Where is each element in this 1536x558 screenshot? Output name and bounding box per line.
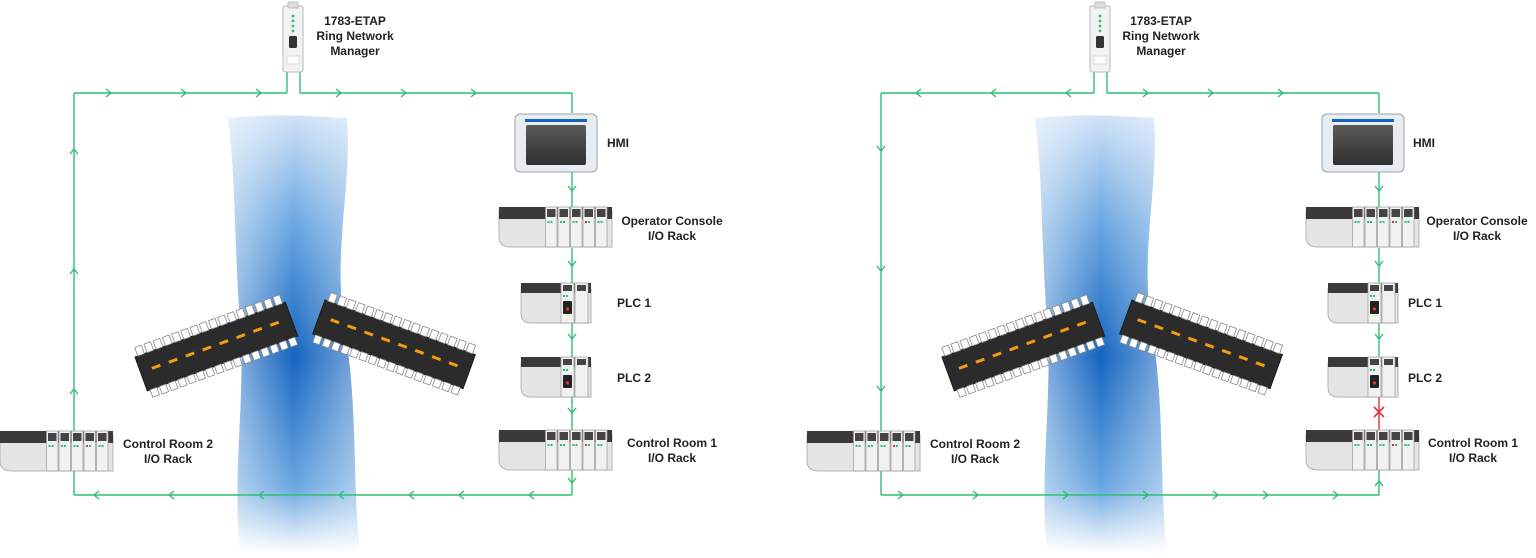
control-room1-label: Control Room 1 I/O Rack: [627, 436, 717, 465]
arrow-down-mark: [1374, 260, 1384, 268]
diagram-group: [0, 1, 613, 553]
control-room1-rack-icon: [1305, 429, 1420, 471]
control-room2-label: Control Room 2 I/O Rack: [123, 437, 213, 466]
fault-x-icon: [1373, 406, 1385, 418]
arrow-left-mark: [914, 88, 922, 98]
switch-right-icon: [312, 292, 477, 396]
arrow-right-mark: [1062, 490, 1070, 500]
plc1-label: PLC 1: [1408, 296, 1443, 310]
arrow-left-mark: [527, 490, 535, 500]
switch-left-icon: [941, 294, 1106, 398]
hmi-icon: [1321, 113, 1405, 173]
arrow-right-mark: [1277, 88, 1285, 98]
hmi-label: HMI: [1413, 136, 1435, 150]
arrow-left-mark: [989, 88, 997, 98]
arrow-right-mark: [255, 88, 263, 98]
arrow-right-mark: [470, 88, 478, 98]
switch-left-icon: [134, 294, 299, 398]
plc-icon: [1327, 282, 1399, 324]
diagram-group: [806, 1, 1420, 553]
diagram-right-fault: [806, 1, 1420, 553]
arrow-left-mark: [92, 490, 100, 500]
arrow-right-mark: [972, 490, 980, 500]
plc2-label: PLC 2: [617, 371, 652, 385]
operator-console-rack-icon: [498, 206, 613, 248]
arrow-down-mark: [876, 145, 886, 153]
arrow-right-mark: [105, 88, 113, 98]
plc-icon: [520, 356, 592, 398]
arrow-down-mark: [876, 265, 886, 273]
control-room1-rack-icon: [498, 429, 613, 471]
control-room1-label: Control Room 1 I/O Rack: [1428, 436, 1518, 465]
ring-manager-icon: [282, 1, 304, 73]
arrow-down-mark: [876, 385, 886, 393]
plc2-label: PLC 2: [1408, 371, 1443, 385]
arrow-right-mark: [1142, 88, 1150, 98]
arrow-left-mark: [167, 490, 175, 500]
hmi-label: HMI: [607, 136, 629, 150]
arrow-up-mark: [69, 267, 79, 275]
arrow-left-mark: [1064, 88, 1072, 98]
plc-icon: [1327, 356, 1399, 398]
plc-icon: [520, 282, 592, 324]
ring-manager-icon: [1089, 1, 1111, 73]
diagram-left-normal: [0, 1, 613, 553]
operator-console-label: Operator Console I/O Rack: [1426, 214, 1528, 243]
plc1-label: PLC 1: [617, 296, 652, 310]
control-room2-label: Control Room 2 I/O Rack: [930, 437, 1020, 466]
arrow-left-mark: [407, 490, 415, 500]
arrow-left-mark: [337, 490, 345, 500]
arrow-right-mark: [1212, 490, 1220, 500]
arrow-right-mark: [1142, 490, 1150, 500]
arrow-down-mark: [567, 333, 577, 341]
arrow-down-mark: [1374, 333, 1384, 341]
arrow-right-mark: [1262, 490, 1270, 500]
arrow-right-mark: [335, 88, 343, 98]
operator-console-rack-icon: [1305, 206, 1420, 248]
ring-manager-label: 1783-ETAP Ring Network Manager: [1122, 14, 1200, 58]
arrow-down-mark: [567, 185, 577, 193]
arrow-right-mark: [1332, 490, 1340, 500]
control-room2-rack-icon: [0, 430, 114, 472]
ring-network: [69, 70, 577, 500]
arrow-up-mark: [69, 147, 79, 155]
arrow-down-mark: [567, 407, 577, 415]
hmi-icon: [514, 113, 598, 173]
arrow-right-mark: [897, 490, 905, 500]
control-room2-rack-icon: [806, 430, 921, 472]
operator-console-label: Operator Console I/O Rack: [621, 214, 723, 243]
arrow-down-mark: [1374, 185, 1384, 193]
arrow-up-mark: [69, 387, 79, 395]
arrow-right-mark: [180, 88, 188, 98]
arrow-left-mark: [457, 490, 465, 500]
arrow-down-mark: [567, 477, 577, 485]
arrow-up-mark: [1374, 479, 1384, 487]
arrow-right-mark: [400, 88, 408, 98]
ring-manager-label: 1783-ETAP Ring Network Manager: [316, 14, 394, 58]
arrow-right-mark: [1207, 88, 1215, 98]
arrow-left-mark: [257, 490, 265, 500]
arrow-down-mark: [567, 260, 577, 268]
ring-network: [876, 70, 1385, 500]
switch-right-icon: [1119, 292, 1284, 396]
